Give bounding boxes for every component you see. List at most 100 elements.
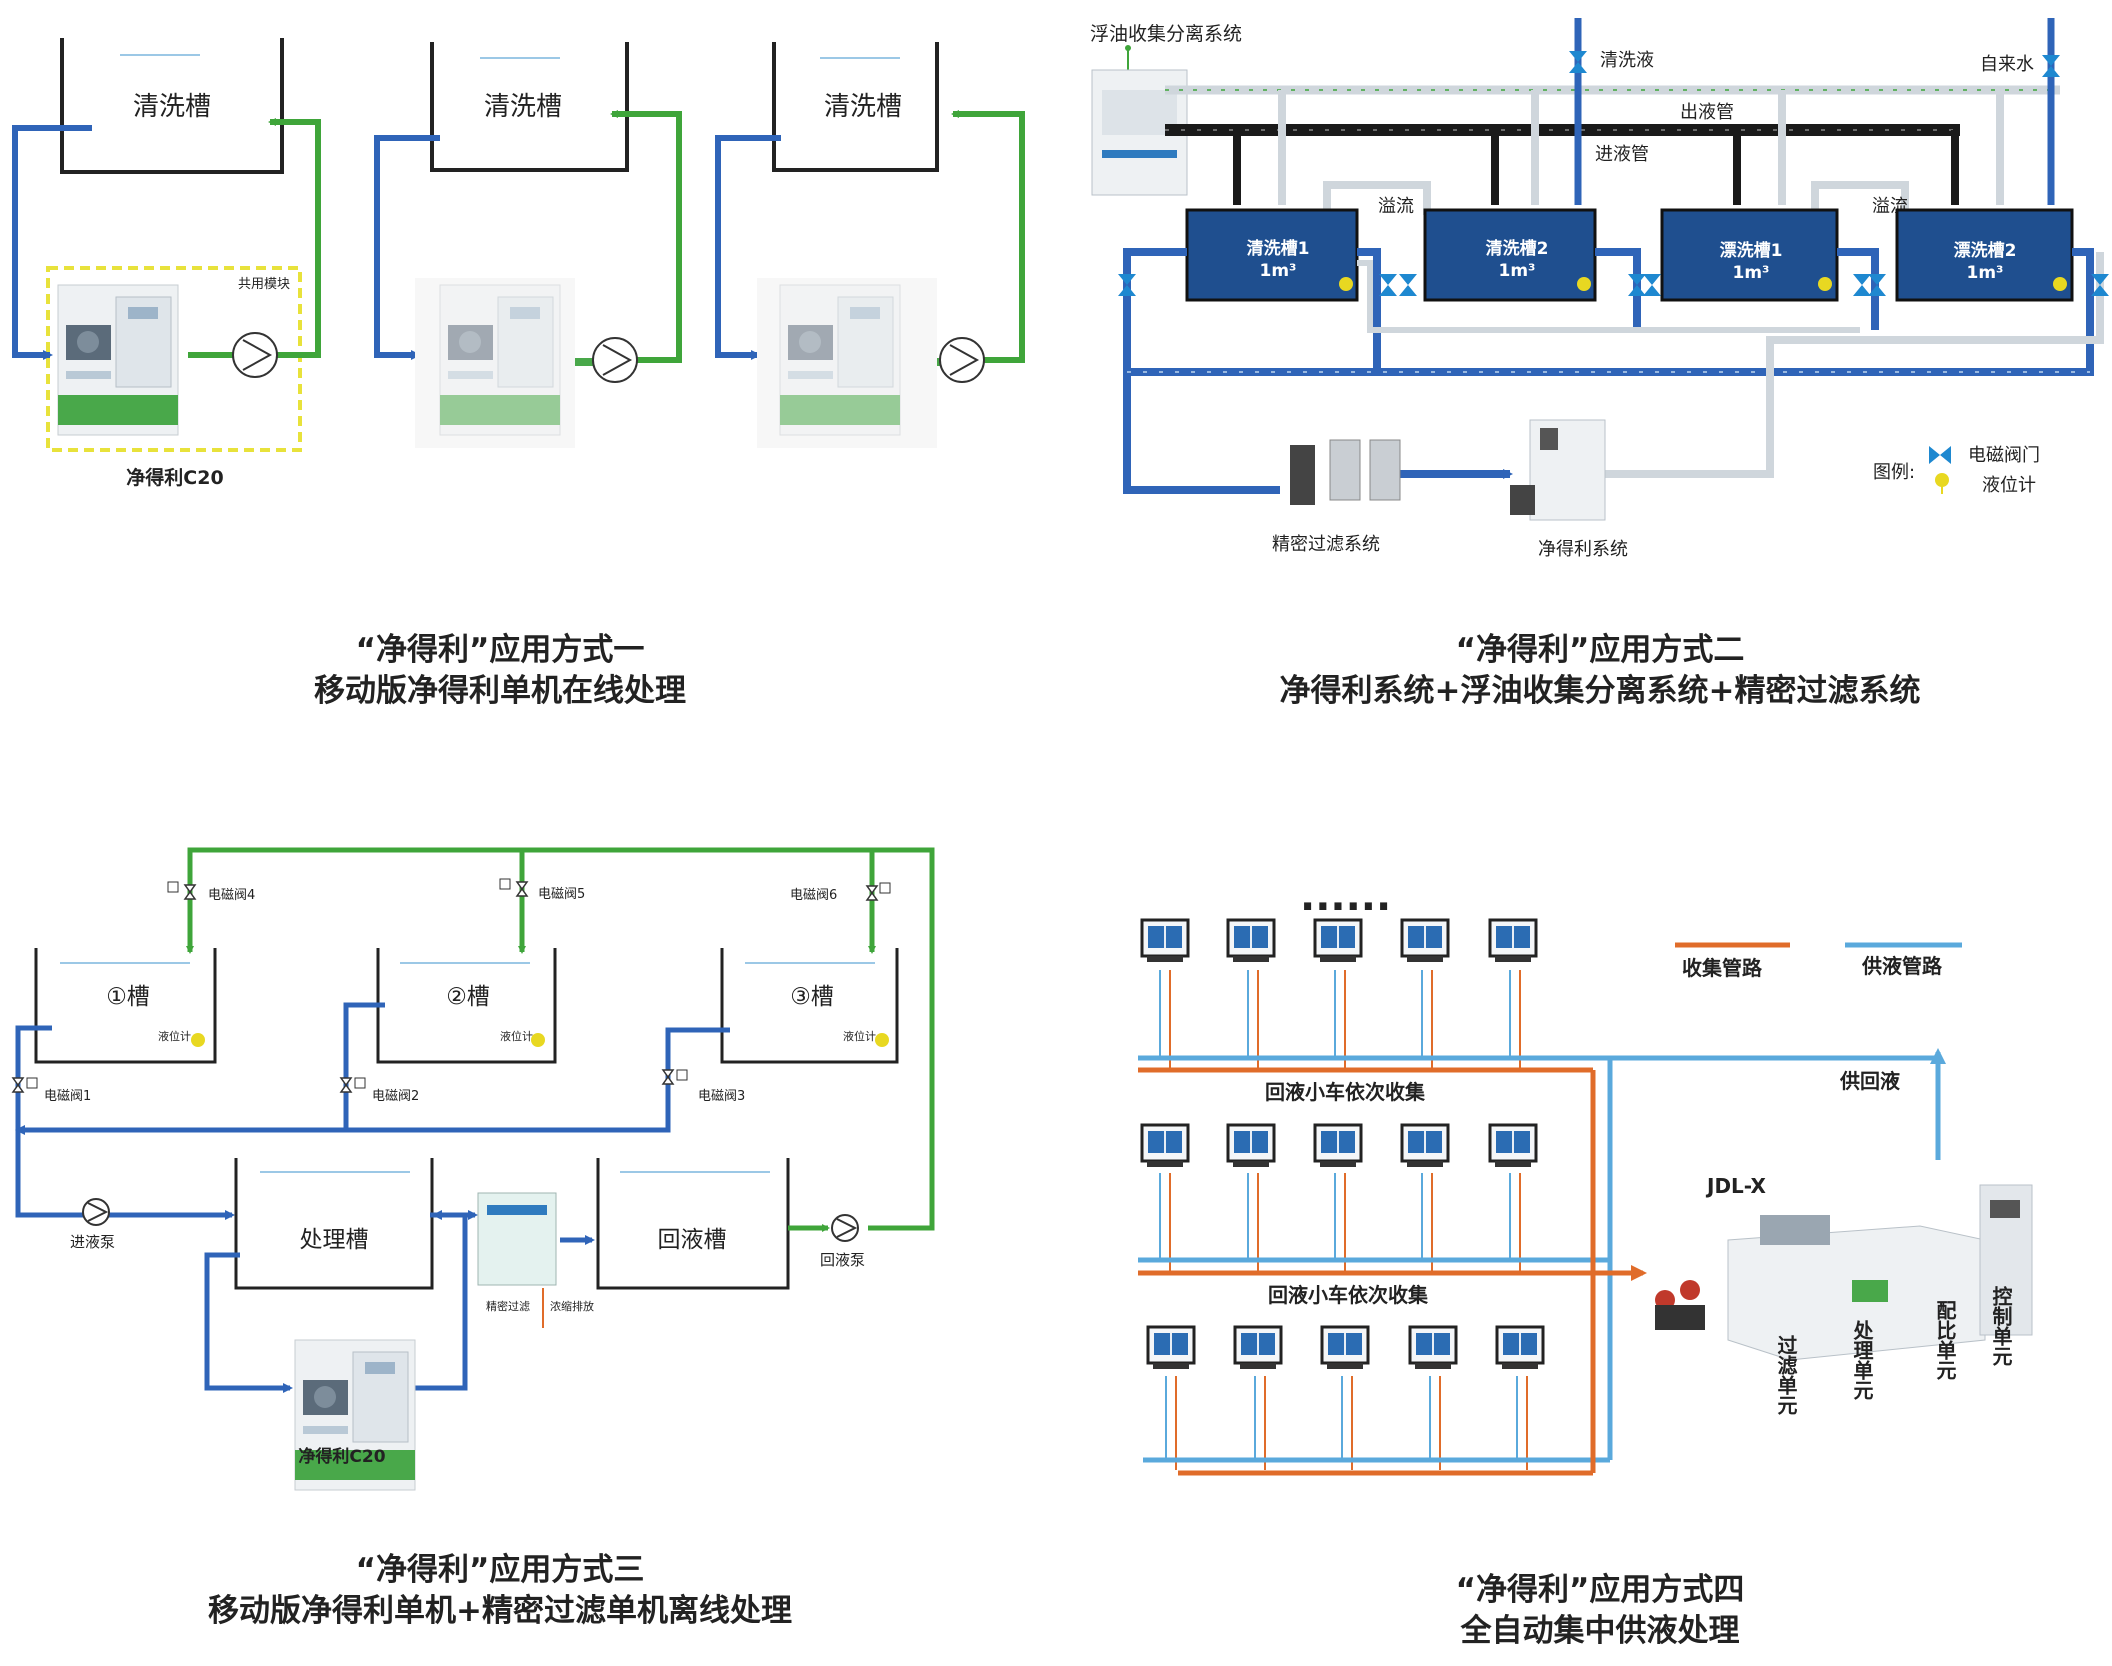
q1-caption: “净得利”应用方式一 移动版净得利单机在线处理 <box>200 630 800 712</box>
q2-outlet-drops <box>1233 130 1959 205</box>
q3-caption-line1: “净得利”应用方式三 <box>355 1552 645 1588</box>
q2-tank-1-name: 清洗槽1 <box>1247 238 1310 259</box>
q2-tap-water-label: 自来水 <box>1980 54 2034 75</box>
valve-icon <box>12 1077 24 1093</box>
solenoid-valve-icon <box>1118 274 1136 296</box>
q2-jdl-system-label: 净得利系统 <box>1538 539 1628 560</box>
q1-tank-3: 清洗槽 <box>772 42 939 172</box>
q3-return-tank-label: 回液槽 <box>658 1227 727 1253</box>
q3-tank-3-label: ③槽 <box>790 984 834 1010</box>
q3-inlet-pump <box>82 1198 110 1226</box>
q4-terminal-row-3 <box>1146 1325 1545 1371</box>
q4-jdlx-machine <box>1655 1184 2033 1361</box>
q3-green-header <box>187 847 935 1231</box>
q3-level-2: 液位计 <box>500 1029 533 1043</box>
q3-machine <box>294 1339 416 1491</box>
q1-tank-1: 清洗槽 <box>60 38 284 174</box>
q2-tank-1: 清洗槽1 1m³ <box>1185 208 1359 302</box>
q2-tank-4: 漂洗槽2 1m³ <box>1895 208 2074 302</box>
q1-pipe-green-2 <box>610 110 682 363</box>
q1-tank-3-label: 清洗槽 <box>824 92 902 122</box>
valve-icon <box>184 884 196 900</box>
q4-terminal-row-2 <box>1140 1123 1538 1169</box>
q3-process-tank-label: 处理槽 <box>300 1227 369 1253</box>
q3-tank-2-label: ②槽 <box>446 984 490 1010</box>
q4-collect-lines <box>1138 1067 1596 1476</box>
q1-pipe-green-3 <box>951 110 1025 363</box>
q2-legend-title: 图例: <box>1873 462 1915 483</box>
q4-supply-return-label: 供回液 <box>1839 1069 1901 1093</box>
valve-icon <box>866 885 878 901</box>
q3-machine-label: 净得利C20 <box>298 1446 385 1467</box>
q4-collect-row1-label: 回液小车依次收集 <box>1265 1080 1426 1104</box>
level-sensor-icon <box>1339 277 1353 291</box>
quadrant-1: 清洗槽 清洗槽 清洗槽 共用模块 <box>12 38 1025 489</box>
q2-outlet-label: 出液管 <box>1680 102 1734 123</box>
level-sensor-icon <box>531 1033 545 1047</box>
q2-caption-line2: 净得利系统+浮油收集分离系统+精密过滤系统 <box>1279 673 1921 709</box>
solenoid-valve-icon <box>1643 274 1661 296</box>
q4-terminal-row-1 <box>1140 918 1538 964</box>
solenoid-valve-icon <box>1929 446 1951 464</box>
q3-fine-filter <box>477 1192 557 1286</box>
solenoid-valve-icon <box>1399 274 1417 296</box>
q4-dots: ...... <box>1300 874 1391 920</box>
q3-tank-1-label: ①槽 <box>106 984 150 1010</box>
q3-fine-filter-label: 精密过滤 <box>486 1299 530 1313</box>
q1-pipe-blue-1 <box>12 125 92 360</box>
q2-tank-3-name: 漂洗槽1 <box>1720 240 1783 261</box>
q1-machine-3 <box>779 284 901 436</box>
q1-pipe-blue-3 <box>715 135 781 360</box>
solenoid-valve-icon <box>1853 274 1871 296</box>
solenoid-valve-icon <box>1628 274 1646 296</box>
q3-tank-2: ②槽 液位计 <box>376 948 557 1064</box>
q2-clean-fluid-label: 清洗液 <box>1600 50 1654 71</box>
q3-process-tank: 处理槽 <box>234 1158 434 1290</box>
q1-tank-2: 清洗槽 <box>430 42 629 172</box>
q2-tank-2: 清洗槽2 1m³ <box>1423 208 1597 302</box>
q2-caption: “净得利”应用方式二 净得利系统+浮油收集分离系统+精密过滤系统 <box>1220 630 1980 712</box>
level-sensor-icon <box>875 1033 889 1047</box>
q3-return-pump-label: 回液泵 <box>820 1251 865 1269</box>
q3-level-3: 液位计 <box>843 1029 876 1043</box>
level-sensor-icon <box>191 1033 205 1047</box>
q3-valve-6-label: 电磁阀6 <box>790 888 837 903</box>
q1-shared-module-label: 共用模块 <box>238 277 290 292</box>
q3-valve-2-label: 电磁阀2 <box>372 1089 419 1104</box>
q1-caption-line2: 移动版净得利单机在线处理 <box>314 673 686 709</box>
q3-return-tank: 回液槽 <box>596 1158 790 1290</box>
q3-tank-1: ①槽 液位计 <box>34 948 217 1064</box>
q4-legend-collect: 收集管路 <box>1682 956 1763 980</box>
q3-valve-5-label: 电磁阀5 <box>538 887 585 902</box>
q2-tank-1-vol: 1m³ <box>1260 261 1297 281</box>
level-sensor-icon <box>2053 277 2067 291</box>
q1-machine-label: 净得利C20 <box>126 466 223 489</box>
q1-tank-1-label: 清洗槽 <box>133 92 211 122</box>
q4-unit-control: 控制单元 <box>1989 1285 2013 1367</box>
level-sensor-icon <box>1577 277 1591 291</box>
q4-unit-ratio: 配比单元 <box>1933 1300 1957 1381</box>
q2-legend-valve: 电磁阀门 <box>1968 445 2040 466</box>
q2-jdl-system <box>1510 419 1606 521</box>
q2-tank-4-name: 漂洗槽2 <box>1954 240 2017 261</box>
q4-model-label: JDL-X <box>1705 1174 1766 1198</box>
q1-caption-line1: “净得利”应用方式一 <box>355 632 645 668</box>
q3-level-1: 液位计 <box>158 1029 191 1043</box>
q3-return-pump <box>831 1214 859 1242</box>
q2-filter-system-label: 精密过滤系统 <box>1272 534 1380 555</box>
q3-caption: “净得利”应用方式三 移动版净得利单机+精密过滤单机离线处理 <box>110 1550 890 1632</box>
q3-valve-1-label: 电磁阀1 <box>44 1089 91 1104</box>
q4-collect-row2-label: 回液小车依次收集 <box>1268 1283 1429 1307</box>
q3-valve-3-label: 电磁阀3 <box>698 1089 745 1104</box>
q3-inlet-pump-label: 进液泵 <box>70 1233 115 1251</box>
q1-tank-2-label: 清洗槽 <box>484 92 562 122</box>
q3-conc-discharge-label: 浓缩排放 <box>550 1299 594 1313</box>
q3-blue-drains <box>15 1025 235 1220</box>
q2-inlet-label: 进液管 <box>1595 144 1649 165</box>
q1-pump-1 <box>188 332 278 378</box>
q2-filter-system <box>1290 439 1401 505</box>
quadrant-3: 电磁阀4 电磁阀5 电磁阀6 ①槽 液位计 ②槽 液位计 ③槽 液位计 <box>12 847 935 1491</box>
q3-caption-line2: 移动版净得利单机+精密过滤单机离线处理 <box>208 1593 792 1629</box>
q4-unit-filter: 过滤单元 <box>1774 1335 1798 1416</box>
